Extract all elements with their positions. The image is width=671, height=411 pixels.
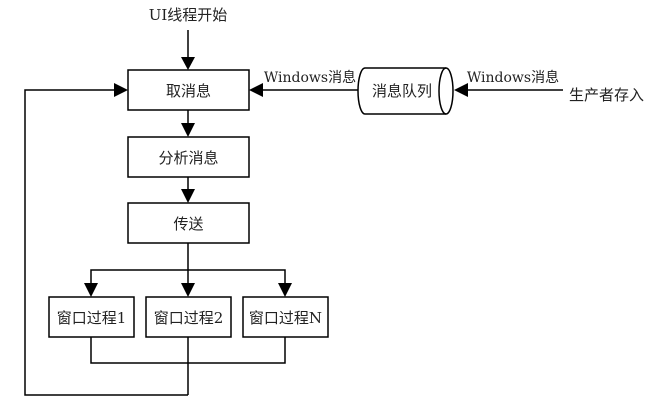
message-queue-cylinder-rim [438,67,447,115]
fanout-bus-line [90,269,286,285]
producer-label: 生产者存入 [569,86,644,104]
wndprocN-label: 窗口过程N [249,309,322,327]
message-queue-label: 消息队列 [372,82,432,100]
to-wndproc1-arrowhead [84,283,98,297]
wndprocN-box [242,296,329,338]
queue-to-fetch-arrowhead [249,83,263,97]
loop-back-arrowhead [114,83,128,97]
queue-to-fetch-label: Windows消息 [264,69,356,86]
to-wndprocN-arrowhead [278,283,292,297]
wndproc2-box [145,296,232,338]
loop-back-line [24,89,188,396]
producer-to-queue-arrowhead [454,83,468,97]
fetch-to-analyze-arrowhead [181,123,195,137]
fetch-message-label: 取消息 [166,82,211,100]
dispatch-label: 传送 [173,215,203,233]
start-arrowhead [181,57,195,70]
to-wndproc2-arrowhead [181,283,195,297]
dispatch-box [127,202,250,244]
wndproc1-label: 窗口过程1 [57,309,127,327]
wndproc1-box [48,296,135,338]
wndproc2-label: 窗口过程2 [154,309,224,327]
analyze-message-label: 分析消息 [158,149,218,167]
start-label: UI线程开始 [149,6,228,24]
producer-to-queue-label: Windows消息 [467,69,559,86]
analyze-to-dispatch-arrowhead [181,189,195,203]
analyze-message-box [127,136,250,178]
